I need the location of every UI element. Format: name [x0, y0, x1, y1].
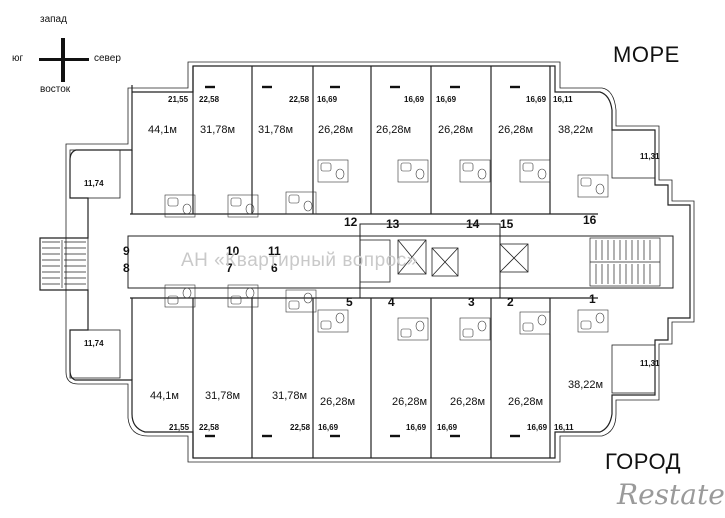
compass-cross-icon [39, 38, 89, 82]
area-bottom-6: 26,28м [450, 396, 485, 408]
height-bottom-4: 16,69 [318, 423, 339, 432]
elevator-core [359, 239, 529, 283]
height-top-6: 16,69 [436, 95, 457, 104]
area-bottom-3: 31,78м [272, 390, 307, 402]
unit-number-9: 9 [123, 244, 130, 258]
area-top-3: 31,78м [258, 124, 293, 136]
unit-number-7: 7 [226, 261, 233, 275]
height-top-7: 16,69 [526, 95, 547, 104]
height-side-west-top: 11,74 [84, 179, 104, 188]
unit-number-3: 3 [468, 295, 475, 309]
height-top-3: 22,58 [289, 95, 310, 104]
area-top-8: 38,22м [558, 124, 593, 136]
restate-logo: Restate [617, 478, 725, 511]
unit-number-8: 8 [123, 261, 130, 275]
city-label: ГОРОД [605, 449, 682, 474]
area-bottom-8: 38,22м [568, 379, 603, 391]
height-bottom-6: 16,69 [437, 423, 458, 432]
plan-walls [39, 61, 695, 463]
unit-number-15: 15 [500, 217, 514, 231]
area-top-2: 31,78м [200, 124, 235, 136]
sea-label: МОРЕ [613, 42, 680, 67]
height-top-1: 21,55 [168, 95, 189, 104]
compass-east-label: восток [40, 84, 71, 95]
compass-north-label: север [94, 53, 121, 64]
height-side-east-bottom: 11,31 [640, 359, 660, 368]
east-staircase [589, 237, 661, 287]
unit-number-1: 1 [589, 292, 596, 306]
area-top-1: 44,1м [148, 124, 177, 136]
height-top-4: 16,69 [317, 95, 338, 104]
area-top-4: 26,28м [318, 124, 353, 136]
apartment-areas: 44,1м 31,78м 31,78м 26,28м 26,28м 26,28м… [148, 124, 603, 408]
height-bottom-3: 22,58 [290, 423, 311, 432]
west-staircase [39, 237, 89, 291]
area-top-6: 26,28м [438, 124, 473, 136]
unit-number-2: 2 [507, 295, 514, 309]
unit-number-4: 4 [388, 295, 395, 309]
area-bottom-5: 26,28м [392, 396, 427, 408]
height-bottom-1: 21,55 [169, 423, 190, 432]
agency-watermark: АН «Квартирный вопрос» [181, 250, 418, 271]
unit-number-14: 14 [466, 217, 480, 231]
compass-south-label: юг [12, 53, 24, 64]
unit-number-6: 6 [271, 261, 278, 275]
height-bottom-8: 16,11 [554, 423, 574, 432]
height-side-east-top: 11,31 [640, 152, 660, 161]
area-bottom-4: 26,28м [320, 396, 355, 408]
unit-number-16: 16 [583, 213, 597, 227]
area-bottom-1: 44,1м [150, 390, 179, 402]
dimension-labels: 21,55 22,58 22,58 16,69 16,69 16,69 16,6… [84, 95, 660, 432]
area-top-5: 26,28м [376, 124, 411, 136]
compass-west-label: запад [40, 14, 67, 25]
height-bottom-2: 22,58 [199, 423, 220, 432]
height-bottom-5: 16,69 [406, 423, 427, 432]
unit-number-10: 10 [226, 244, 240, 258]
area-bottom-7: 26,28м [508, 396, 543, 408]
unit-number-13: 13 [386, 217, 400, 231]
facade-windows [205, 85, 520, 438]
area-top-7: 26,28м [498, 124, 533, 136]
height-top-5: 16,69 [404, 95, 425, 104]
area-bottom-2: 31,78м [205, 390, 240, 402]
unit-number-11: 11 [268, 244, 281, 258]
bathroom-fixtures [164, 159, 609, 341]
height-side-west-bottom: 11,74 [84, 339, 104, 348]
height-top-8: 16,11 [553, 95, 573, 104]
unit-number-12: 12 [344, 215, 358, 229]
height-top-2: 22,58 [199, 95, 220, 104]
unit-number-5: 5 [346, 295, 353, 309]
unit-numbers: 1 2 3 4 5 6 7 8 9 10 11 12 13 14 15 16 [123, 213, 597, 309]
height-bottom-7: 16,69 [527, 423, 548, 432]
